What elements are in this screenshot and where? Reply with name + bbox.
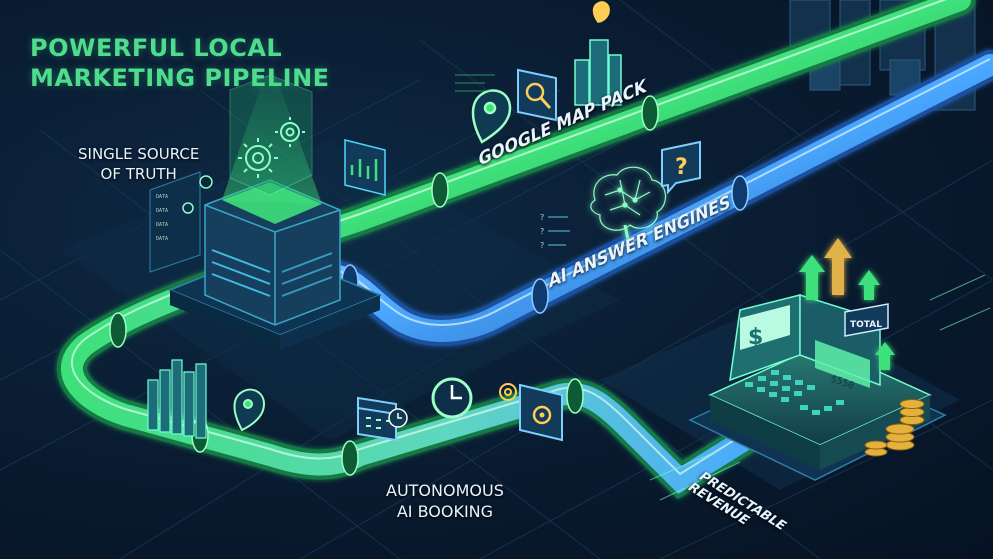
data-hub bbox=[168, 60, 382, 350]
green-pipe-joints bbox=[431, 95, 659, 208]
question-bubble-icon: ? bbox=[661, 140, 701, 195]
city-buildings-icon bbox=[574, 1, 622, 106]
svg-text:?: ? bbox=[540, 227, 544, 236]
data-panel: DATA DATA DATA DATA bbox=[149, 171, 201, 273]
label-line: OF TRUTH bbox=[100, 165, 177, 183]
data-row: DATA bbox=[156, 208, 168, 214]
svg-text:?: ? bbox=[675, 155, 688, 180]
location-pin-icon bbox=[233, 388, 266, 432]
gear-icon bbox=[238, 138, 278, 178]
title-line: MARKETING PIPELINE bbox=[30, 64, 330, 92]
svg-text:?: ? bbox=[540, 241, 544, 250]
question-list-icon: ??? bbox=[540, 213, 570, 250]
gear-icon bbox=[182, 175, 213, 214]
data-row: DATA bbox=[156, 222, 168, 228]
settings-screen-icon bbox=[519, 383, 563, 442]
data-row: DATA bbox=[156, 194, 168, 200]
search-icon bbox=[517, 68, 557, 122]
gear-icon bbox=[499, 383, 517, 401]
dollar-sign: $ bbox=[748, 325, 763, 350]
bar-chart-icon bbox=[147, 359, 207, 439]
svg-text:?: ? bbox=[540, 213, 544, 222]
blue-pipe-joints bbox=[341, 175, 749, 314]
coin-stack-icon bbox=[864, 399, 925, 457]
map-graph-lines bbox=[455, 74, 495, 92]
ai-brain-icon bbox=[590, 166, 666, 241]
label-line: AUTONOMOUS bbox=[386, 481, 504, 500]
label-line: AI BOOKING bbox=[396, 502, 494, 521]
calendar-icon bbox=[357, 396, 408, 442]
label-single-source-of-truth: SINGLE SOURCE OF TRUTH bbox=[78, 144, 199, 184]
page-title: POWERFUL LOCAL MARKETING PIPELINE bbox=[30, 33, 330, 93]
title-line: POWERFUL LOCAL bbox=[30, 34, 283, 62]
register-keys bbox=[745, 370, 844, 415]
light-streaks bbox=[649, 274, 991, 501]
data-row: DATA bbox=[156, 236, 168, 242]
location-pin-icon bbox=[471, 89, 512, 144]
analytics-screen-icon bbox=[344, 139, 386, 196]
up-arrow-icon bbox=[799, 238, 895, 370]
total-label: TOTAL bbox=[850, 320, 882, 330]
label-autonomous-ai-booking: AUTONOMOUS AI BOOKING bbox=[386, 480, 504, 522]
clock-icon bbox=[431, 377, 473, 419]
label-line: SINGLE SOURCE bbox=[78, 145, 200, 163]
gear-icon bbox=[275, 117, 305, 147]
